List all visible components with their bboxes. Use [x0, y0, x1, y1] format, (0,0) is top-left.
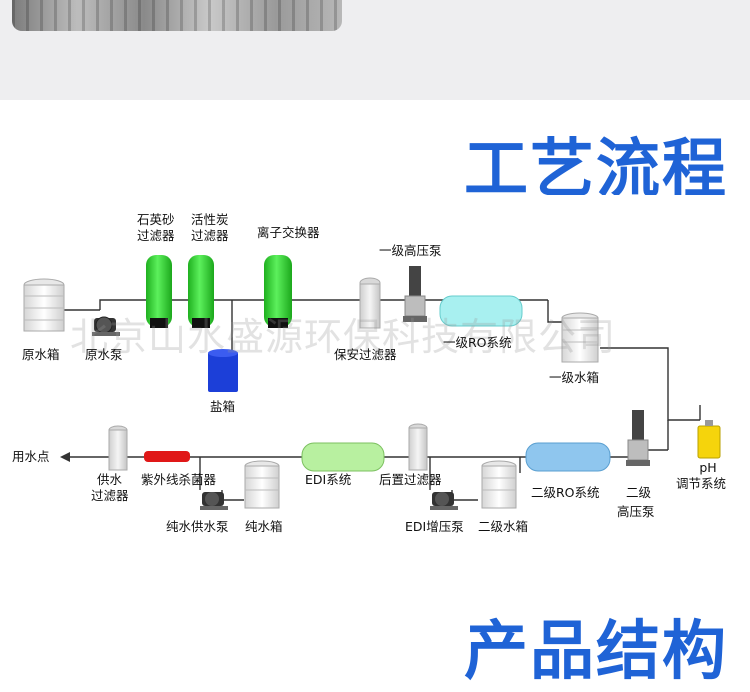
process-diagram — [12, 195, 740, 593]
edi-pump-icon — [430, 492, 458, 510]
carbon-filter-label-1: 活性炭 — [191, 212, 229, 227]
supply-filter-label-2: 过滤器 — [91, 488, 129, 503]
pure-pump-label: 纯水供水泵 — [166, 519, 229, 534]
point-of-use-label: 用水点 — [12, 449, 50, 464]
hp-pump-1-icon — [403, 266, 427, 322]
edi-icon — [301, 442, 385, 472]
salt-tank-label: 盐箱 — [210, 399, 236, 414]
tank-2-label: 二级水箱 — [478, 519, 529, 534]
hp-pump-2-icon — [626, 410, 650, 466]
uv-label: 紫外线杀菌器 — [141, 472, 217, 487]
ro-1-label: 一级RO系统 — [443, 335, 512, 350]
ro-1-icon — [439, 295, 523, 327]
hp-pump-1-label: 一级高压泵 — [379, 243, 442, 258]
section-heading: 工艺流程 — [464, 133, 728, 207]
arrow-to-use-icon — [60, 452, 70, 462]
post-filter-icon — [408, 423, 428, 471]
quartz-filter-icon — [146, 255, 172, 328]
ion-exchanger-icon — [264, 255, 292, 328]
raw-pump-icon — [92, 316, 120, 336]
supply-filter-label-1: 供水 — [97, 472, 123, 487]
tank-1-label: 一级水箱 — [549, 370, 600, 385]
tank-2-icon — [481, 460, 517, 509]
product-photo — [12, 0, 342, 31]
carbon-filter-label-2: 过滤器 — [191, 228, 229, 243]
raw-pump-label: 原水泵 — [85, 347, 123, 362]
security-filter-label: 保安过滤器 — [334, 347, 397, 362]
edi-pump-label: EDI增压泵 — [405, 519, 464, 534]
pure-pump-icon — [200, 492, 228, 510]
pure-tank-icon — [244, 460, 280, 509]
watermark: 北京山水盛源环保科技有限公司 — [70, 315, 617, 359]
pure-tank-label: 纯水箱 — [245, 519, 283, 534]
ion-exchanger-label: 离子交换器 — [257, 225, 320, 240]
ro-2-label: 二级RO系统 — [531, 485, 600, 500]
uv-sterilizer-icon — [144, 451, 190, 462]
raw-tank-icon — [23, 278, 65, 332]
edi-label: EDI系统 — [305, 472, 352, 487]
raw-tank-label: 原水箱 — [22, 347, 60, 362]
quartz-filter-label-1: 石英砂 — [137, 212, 175, 227]
ph-label-2: 调节系统 — [676, 476, 727, 491]
security-filter-icon — [359, 277, 381, 329]
hp-pump-2-label-2: 高压泵 — [617, 504, 655, 519]
quartz-filter-label-2: 过滤器 — [137, 228, 175, 243]
carbon-filter-icon — [188, 255, 214, 328]
flow-diagram-svg — [23, 255, 721, 510]
ph-system-icon — [697, 420, 721, 459]
ph-label-1: pH — [699, 460, 717, 475]
next-section-heading: 产品结构 — [464, 615, 728, 689]
tank-1-icon — [561, 312, 599, 363]
post-filter-label: 后置过滤器 — [379, 472, 442, 487]
supply-filter-icon — [108, 425, 128, 471]
hp-pump-2-label-1: 二级 — [626, 485, 652, 500]
salt-tank-icon — [208, 349, 238, 392]
top-band — [0, 0, 750, 100]
ro-2-icon — [525, 442, 611, 472]
